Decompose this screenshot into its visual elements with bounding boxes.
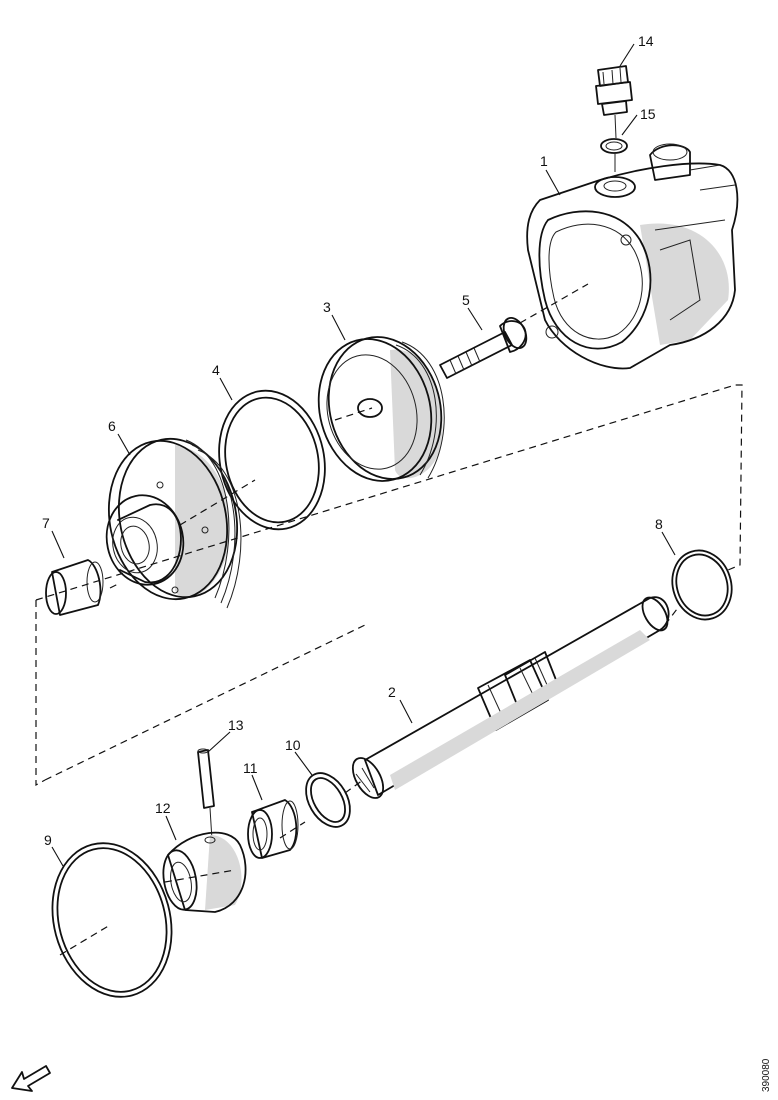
- callout-2: 2: [388, 684, 396, 700]
- callout-15: 15: [640, 106, 656, 122]
- part-13-pin: [197, 748, 215, 841]
- callout-13: 13: [228, 717, 244, 733]
- part-6-flange: [105, 437, 242, 609]
- part-11-bushing: [247, 799, 299, 859]
- callout-8: 8: [655, 516, 663, 532]
- part-12-coupling: [162, 831, 247, 913]
- part-2-shaft: [351, 596, 670, 799]
- callout-5: 5: [462, 292, 470, 308]
- assembly-dashed-lines: [35, 283, 743, 956]
- callout-10: 10: [285, 737, 301, 753]
- part-15-o-ring: [600, 138, 628, 172]
- part-5-bolt: [439, 316, 528, 379]
- callout-9: 9: [44, 832, 52, 848]
- part-9-seal-ring: [51, 842, 173, 998]
- callout-labels: 1 2 3 4 5 6 7 8 9 10 11 12 13 14 15: [42, 33, 663, 848]
- figure-reference: 390080: [761, 1058, 772, 1092]
- part-7-bushing: [45, 559, 104, 616]
- callout-11: 11: [243, 760, 258, 776]
- callout-7: 7: [42, 515, 50, 531]
- part-8-o-ring: [671, 549, 733, 621]
- part-3-cover: [317, 336, 445, 482]
- arrow-down-left-icon: [11, 1065, 51, 1092]
- callout-12: 12: [155, 800, 171, 816]
- leader-lines: [51, 43, 676, 867]
- callout-6: 6: [108, 418, 116, 434]
- part-1-housing: [526, 143, 739, 370]
- callout-3: 3: [323, 299, 331, 315]
- part-14-fitting: [595, 65, 633, 139]
- callout-14: 14: [638, 33, 654, 49]
- part-10-o-ring: [305, 772, 351, 828]
- callout-1: 1: [540, 153, 548, 169]
- callout-4: 4: [212, 362, 220, 378]
